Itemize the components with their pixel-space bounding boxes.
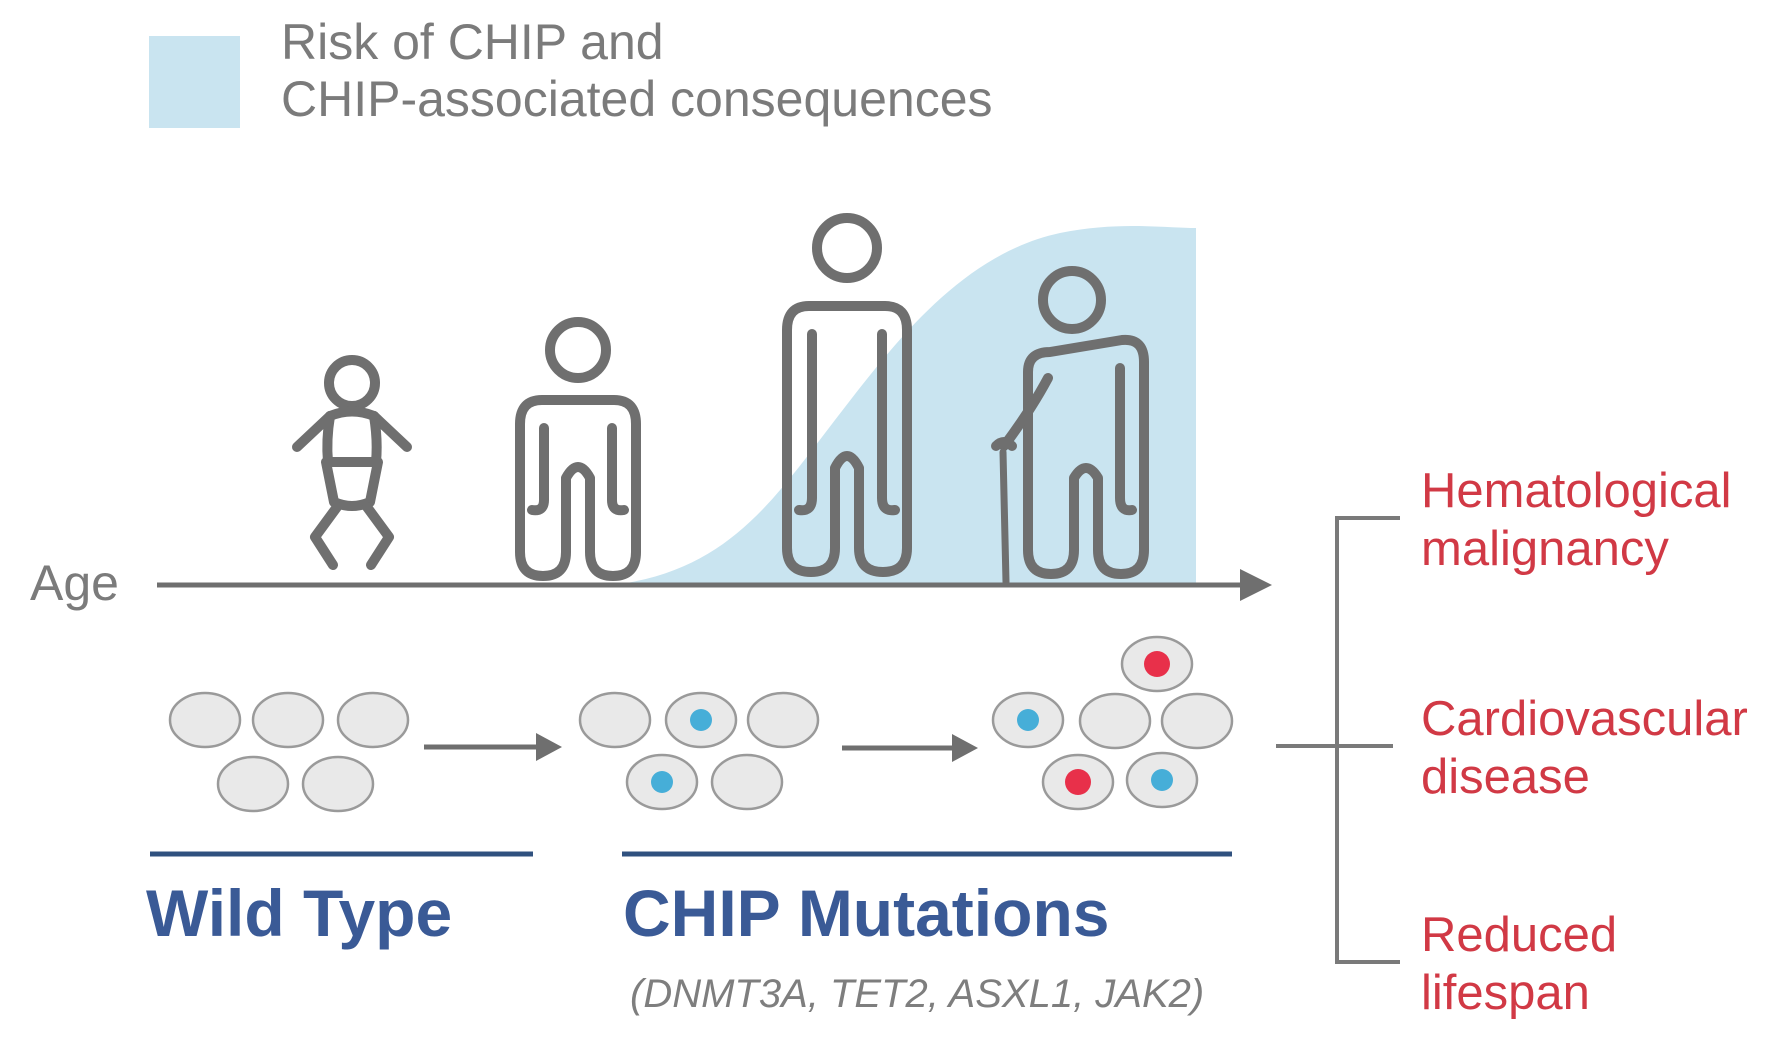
consequence-hematological-malignancy: Hematological malignancy xyxy=(1421,464,1732,576)
progression-arrow-icon xyxy=(842,734,978,762)
adult-figure-icon xyxy=(782,213,912,577)
chip-mutations-label: CHIP Mutations xyxy=(623,876,1110,950)
cell xyxy=(301,755,375,813)
cell xyxy=(710,753,784,811)
blue-mutation-dot xyxy=(651,771,673,793)
red-mutation-dot xyxy=(1144,651,1170,677)
cell xyxy=(1078,692,1152,750)
red-mutation-dot xyxy=(1065,769,1091,795)
clonal-expansion-cells xyxy=(991,635,1234,811)
blue-mutation-dot xyxy=(1151,769,1173,791)
cell xyxy=(578,691,652,749)
consequence-cardiovascular-disease: Cardiovascular disease xyxy=(1421,692,1748,804)
cane-icon xyxy=(991,437,1017,451)
blue-mutation-dot xyxy=(1017,709,1039,731)
cell xyxy=(216,755,290,813)
wild-type-cells xyxy=(168,691,410,813)
cell xyxy=(336,691,410,749)
elderly-figure-icon xyxy=(991,266,1149,586)
cell xyxy=(251,691,325,749)
age-axis-label: Age xyxy=(30,555,119,611)
age-axis-arrowhead-icon xyxy=(1240,569,1272,601)
chip-genes-label: (DNMT3A, TET2, ASXL1, JAK2) xyxy=(630,972,1205,1016)
blue-mutation-dot xyxy=(690,709,712,731)
consequence-bracket xyxy=(1276,516,1400,964)
risk-legend-label: Risk of CHIP and CHIP-associated consequ… xyxy=(281,14,993,127)
consequence-reduced-lifespan: Reduced lifespan xyxy=(1421,908,1618,1020)
chip-mutation-cells xyxy=(578,691,820,811)
progression-arrow-icon xyxy=(424,733,562,761)
cell xyxy=(746,691,820,749)
cell xyxy=(1160,692,1234,750)
young-adult-figure-icon xyxy=(515,317,641,581)
cell xyxy=(168,691,242,749)
cane-icon xyxy=(999,448,1010,586)
wild-type-label: Wild Type xyxy=(146,876,453,950)
baby-figure-icon xyxy=(292,355,412,570)
risk-legend-swatch xyxy=(149,36,240,128)
